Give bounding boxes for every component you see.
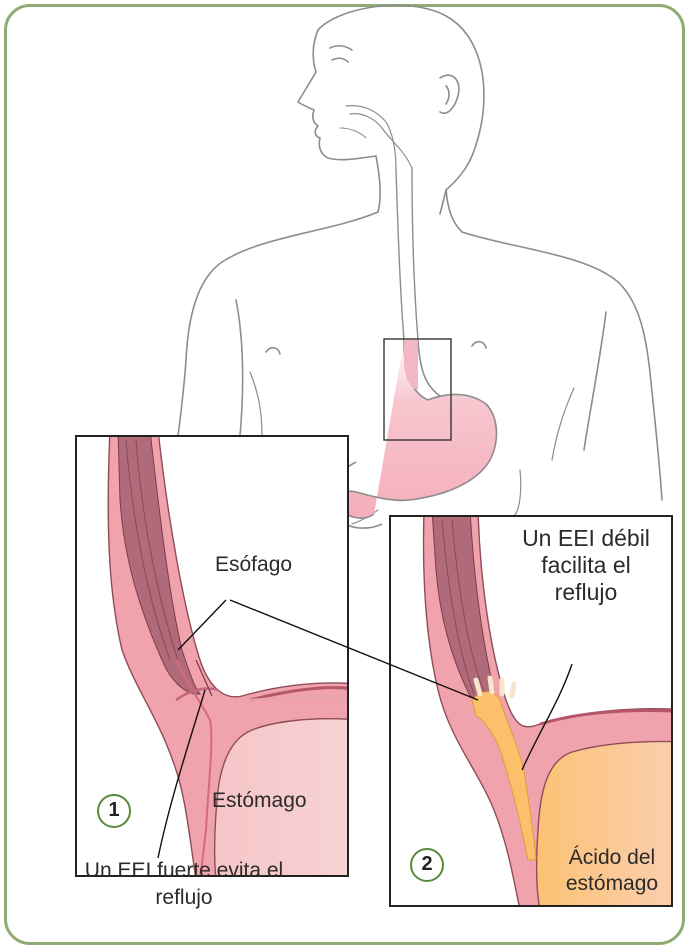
- stomach-label: Estómago: [212, 788, 307, 814]
- right-shoulder: [462, 232, 662, 500]
- panel-1-number-badge: 1: [97, 794, 131, 828]
- weak-les-label: Un EEI débil facilita el reflujo: [511, 525, 661, 606]
- esophagus-label: Esófago: [215, 552, 292, 578]
- head-outline: [318, 5, 484, 214]
- panel-2-number-badge: 2: [410, 848, 444, 882]
- acid-label: Ácido del estómago: [558, 845, 666, 897]
- left-shoulder: [178, 212, 378, 436]
- strong-les-label: Un EEI fuerte evita el reflujo: [64, 857, 304, 911]
